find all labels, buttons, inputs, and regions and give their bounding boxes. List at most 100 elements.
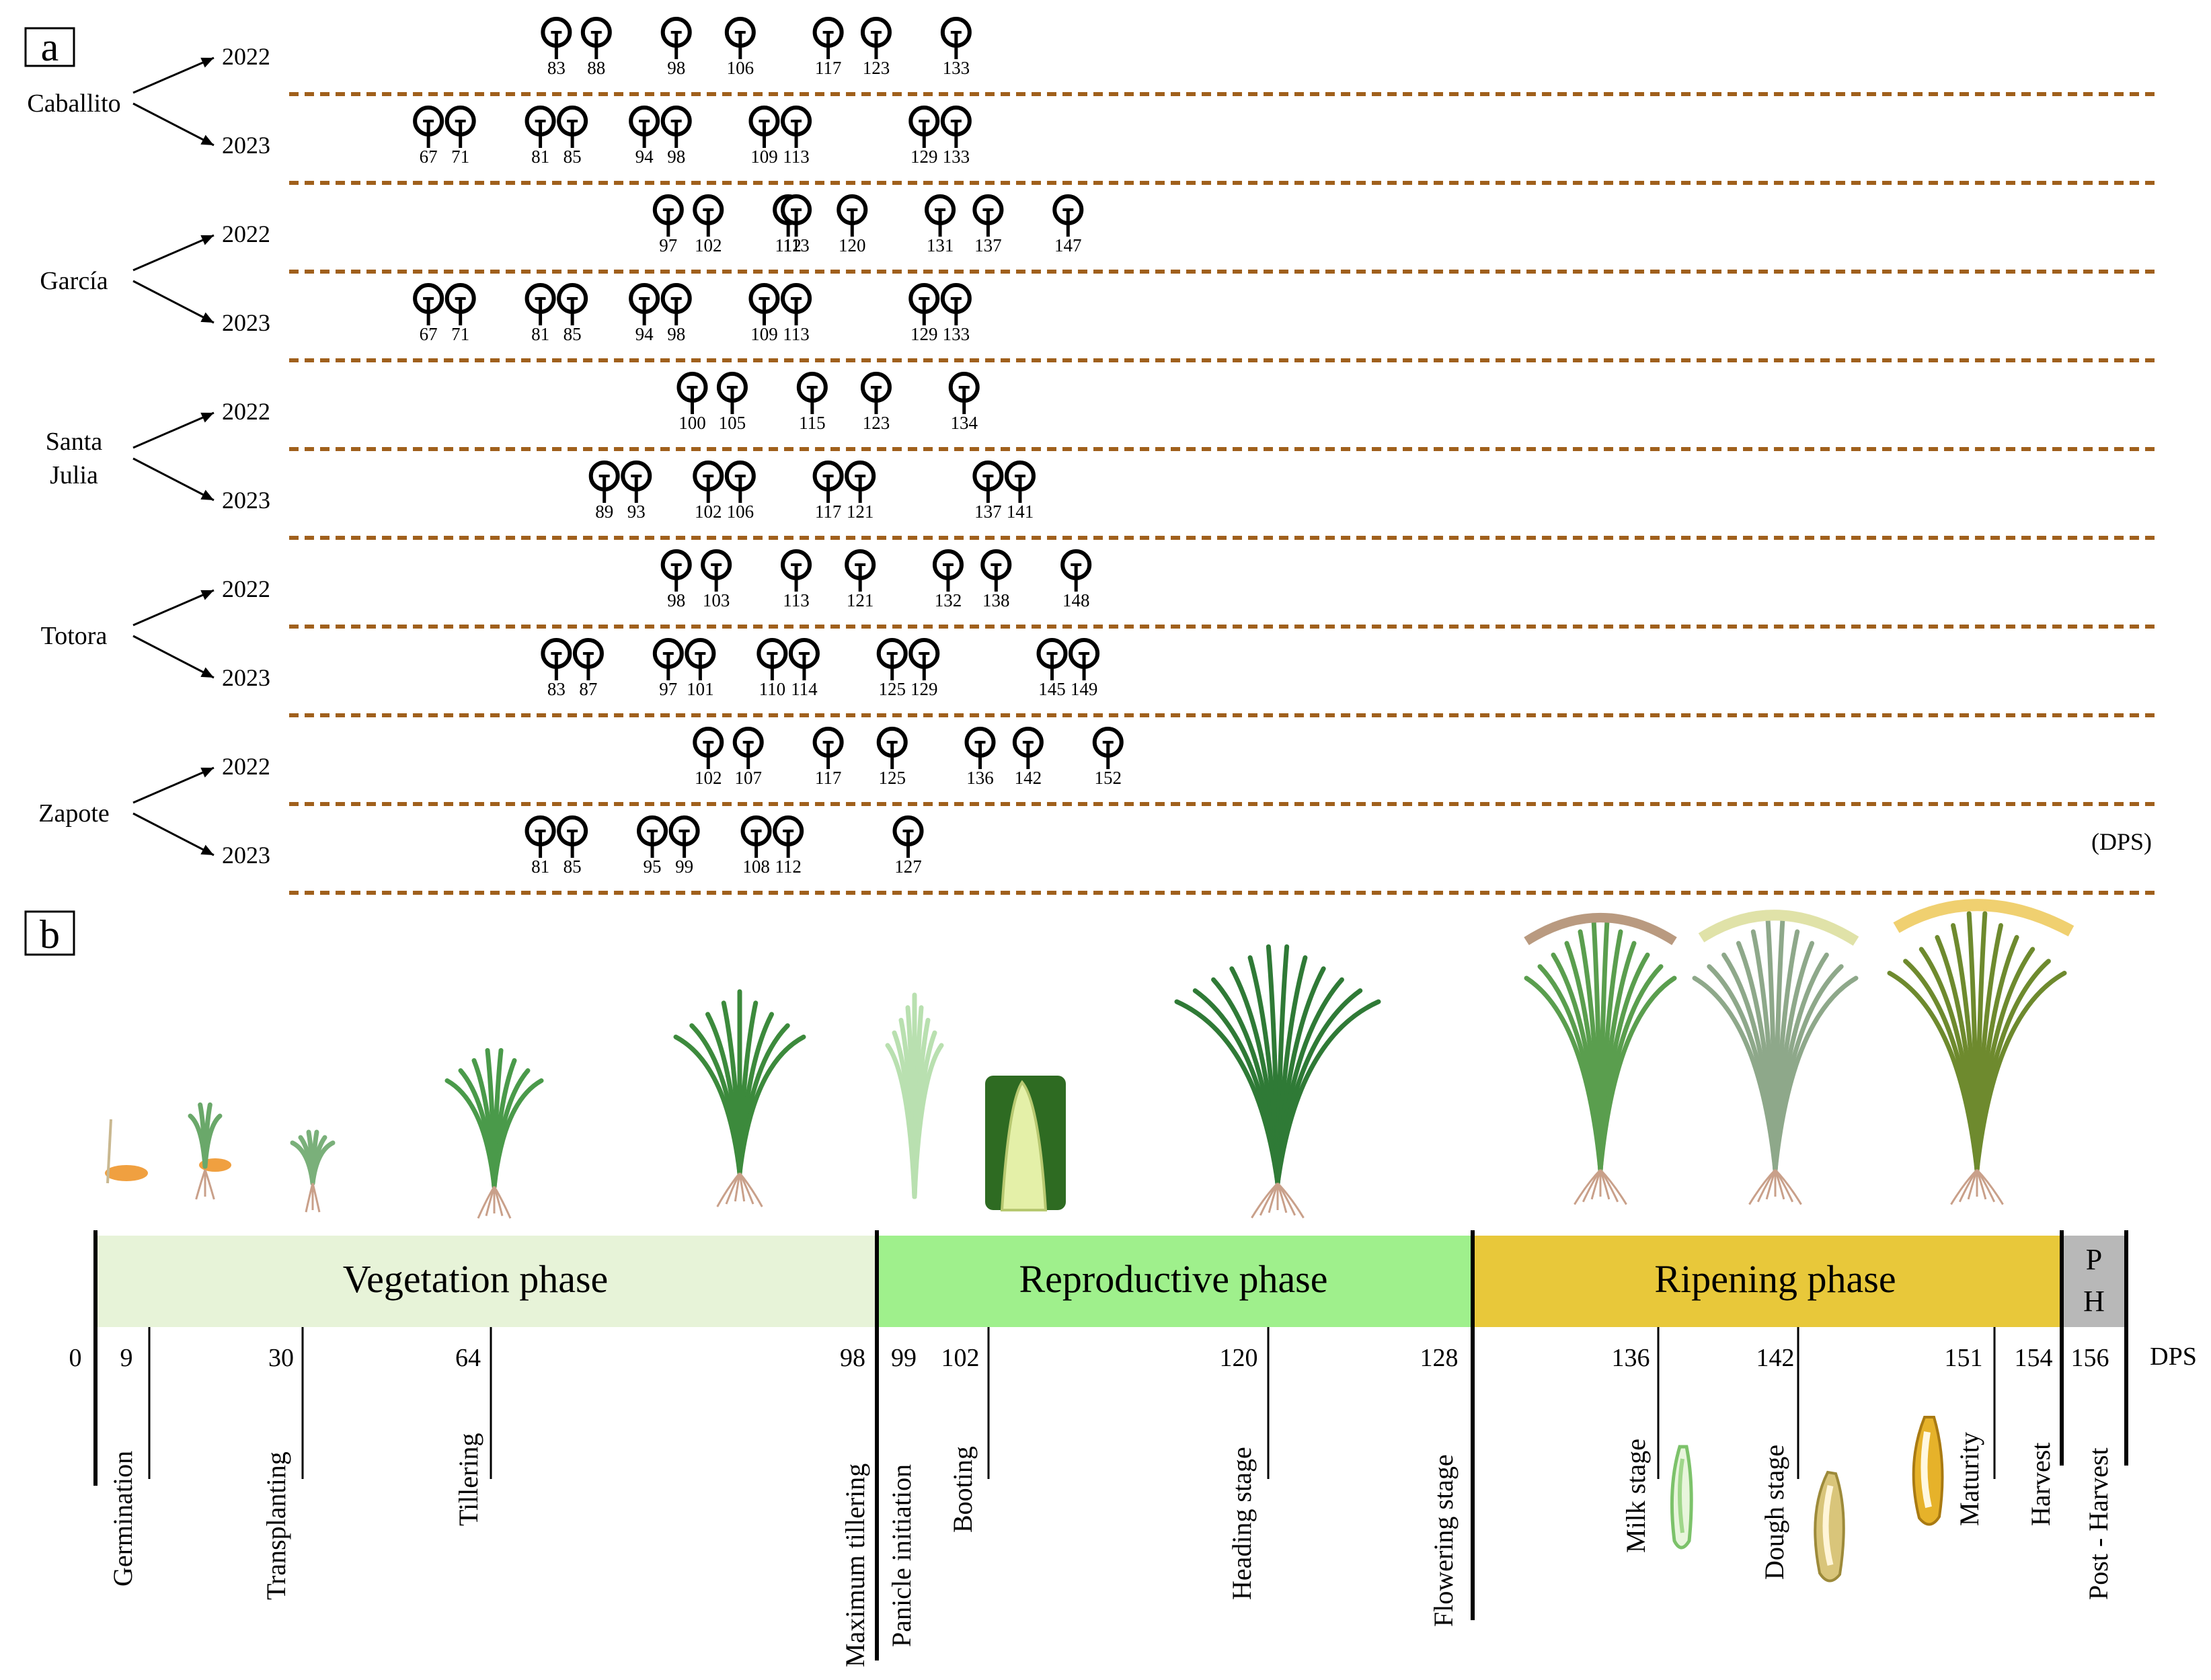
plant-root bbox=[1599, 1168, 1627, 1205]
sampling-marker: 99 bbox=[668, 815, 700, 877]
dps-tick-label: 151 bbox=[1945, 1344, 1983, 1372]
dps-tick-label: 156 bbox=[2071, 1344, 2109, 1372]
site-arrow-head bbox=[200, 844, 214, 855]
sampling-marker: 87 bbox=[572, 638, 604, 699]
sampling-marker: 95 bbox=[637, 815, 668, 877]
sampling-marker: 133 bbox=[940, 17, 972, 78]
marker-value: 100 bbox=[678, 413, 706, 433]
sampling-marker: 85 bbox=[557, 283, 588, 344]
tillering-plant bbox=[444, 1048, 544, 1189]
marker-value: 97 bbox=[659, 235, 677, 255]
stage-label: Flowering stage bbox=[1428, 1454, 1459, 1627]
marker-value: 81 bbox=[531, 324, 549, 344]
sampling-marker: 117 bbox=[812, 727, 844, 788]
marker-value: 98 bbox=[667, 58, 685, 78]
sampling-marker: 110 bbox=[757, 638, 788, 699]
site-arrow-head bbox=[200, 489, 214, 500]
sampling-marker: 98 bbox=[660, 106, 692, 167]
marker-value: 137 bbox=[974, 235, 1002, 255]
sampling-marker: 100 bbox=[676, 372, 708, 433]
site-name-garcía: García bbox=[40, 267, 108, 295]
dps-tick-label: 0 bbox=[69, 1344, 82, 1372]
milk-panicles bbox=[1524, 913, 1677, 945]
stage-label: Heading stage bbox=[1227, 1447, 1257, 1600]
stage-label: Maturity bbox=[1954, 1432, 1984, 1526]
heading-plant bbox=[1174, 944, 1381, 1186]
sampling-marker: 113 bbox=[781, 283, 812, 344]
marker-value: 113 bbox=[783, 147, 810, 167]
marker-value: 67 bbox=[420, 324, 438, 344]
site-arrow-up bbox=[132, 234, 215, 272]
sampling-marker: 98 bbox=[660, 17, 692, 78]
marker-value: 141 bbox=[1007, 502, 1034, 522]
site-arrow-up bbox=[132, 766, 215, 804]
plant-root bbox=[485, 1186, 496, 1216]
site-arrow-down bbox=[132, 280, 215, 324]
sampling-marker: 149 bbox=[1069, 638, 1100, 699]
sampling-marker: 109 bbox=[748, 283, 780, 344]
panicle-initiation-plant bbox=[885, 992, 944, 1199]
sampling-marker: 85 bbox=[557, 106, 588, 167]
site-arrow-up bbox=[132, 411, 215, 449]
marker-value: 133 bbox=[943, 58, 970, 78]
marker-value: 117 bbox=[815, 768, 842, 788]
marker-value: 108 bbox=[742, 856, 770, 877]
site-arrow-head bbox=[200, 767, 214, 778]
stage-label: Booting bbox=[947, 1446, 978, 1533]
sampling-marker: 125 bbox=[876, 638, 908, 699]
sampling-marker: 115 bbox=[796, 372, 828, 433]
sampling-marker: 71 bbox=[444, 106, 476, 167]
marker-value: 117 bbox=[815, 502, 842, 522]
site-arrow-head bbox=[200, 312, 214, 323]
dps-tick-label: 120 bbox=[1220, 1344, 1258, 1372]
sampling-marker: 132 bbox=[932, 549, 964, 610]
sampling-marker: 102 bbox=[693, 727, 724, 788]
plant-root bbox=[1976, 1168, 2004, 1205]
panel-b-label-box bbox=[24, 910, 75, 956]
marker-value: 98 bbox=[667, 324, 685, 344]
stage-label: Milk stage bbox=[1621, 1439, 1651, 1553]
sampling-marker: 103 bbox=[701, 549, 732, 610]
marker-value: 152 bbox=[1095, 768, 1122, 788]
maturity-grain bbox=[1912, 1416, 1944, 1526]
vegetation-phase-label: Vegetation phase bbox=[343, 1257, 609, 1301]
sampling-marker: 67 bbox=[413, 283, 444, 344]
sampling-marker: 137 bbox=[972, 461, 1004, 522]
dough-stage-grain bbox=[1814, 1470, 1845, 1583]
site-arrow-up bbox=[132, 56, 215, 94]
dps-tick-label: 30 bbox=[268, 1344, 294, 1372]
marker-value: 138 bbox=[982, 590, 1010, 610]
plant-root bbox=[195, 1169, 206, 1200]
plant-leaf bbox=[912, 1043, 944, 1199]
plant-leaf bbox=[202, 1113, 223, 1169]
plant-leaf bbox=[1773, 975, 1859, 1172]
marker-value: 120 bbox=[839, 235, 866, 255]
sampling-marker: 81 bbox=[525, 815, 556, 877]
dps-tick-label: 136 bbox=[1612, 1344, 1650, 1372]
milk-stage-grain bbox=[1670, 1445, 1693, 1550]
dps-tick-label: 142 bbox=[1756, 1344, 1795, 1372]
marker-value: 113 bbox=[783, 235, 810, 255]
marker-value: 98 bbox=[667, 590, 685, 610]
marker-value: 117 bbox=[815, 58, 842, 78]
marker-value: 113 bbox=[783, 324, 810, 344]
sampling-marker: 145 bbox=[1036, 638, 1068, 699]
site-arrow-down bbox=[132, 457, 215, 502]
sampling-marker: 138 bbox=[980, 549, 1012, 610]
marker-value: 142 bbox=[1015, 768, 1042, 788]
sampling-marker: 152 bbox=[1092, 727, 1124, 788]
marker-value: 89 bbox=[595, 502, 613, 522]
marker-value: 95 bbox=[644, 856, 662, 877]
dps-tick-label: 98 bbox=[840, 1344, 865, 1372]
marker-value: 83 bbox=[547, 679, 566, 699]
plant-leaf bbox=[1275, 999, 1381, 1186]
post-harvest-phase-label-h: H bbox=[2083, 1285, 2105, 1318]
panel-a-label-box bbox=[24, 27, 75, 67]
sampling-marker: 123 bbox=[860, 372, 892, 433]
plant-root bbox=[738, 1172, 763, 1207]
marker-value: 98 bbox=[667, 147, 685, 167]
sampling-marker: 121 bbox=[845, 549, 876, 610]
marker-value: 87 bbox=[579, 679, 597, 699]
